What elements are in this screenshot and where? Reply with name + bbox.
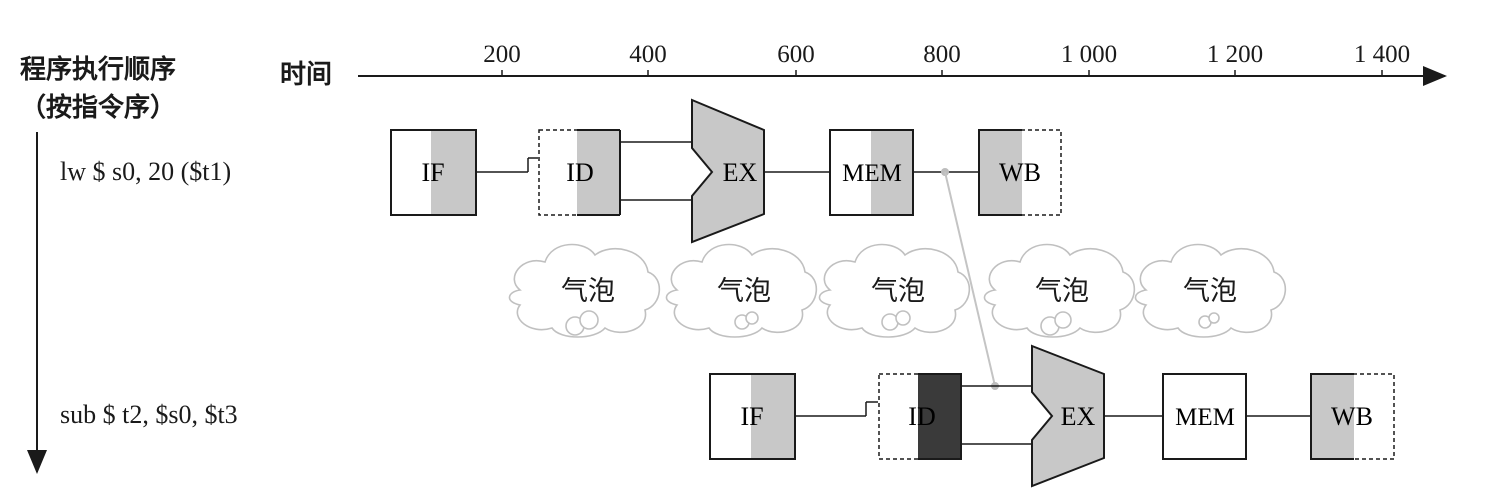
time-tick-1400: 1 400 — [1354, 41, 1410, 68]
bubble-4 — [983, 243, 1136, 338]
bubble-3 — [818, 243, 971, 338]
bubble-label-5: 气泡 — [1183, 276, 1237, 307]
bubble-label-4: 气泡 — [1035, 276, 1089, 307]
time-tick-1000: 1 000 — [1061, 41, 1117, 68]
sub-mem-label: MEM — [1175, 404, 1235, 431]
time-tick-600: 600 — [777, 41, 815, 68]
pipeline-row-lw: IF ID EX MEM WB — [390, 98, 1062, 244]
lw-ex-stage — [691, 98, 765, 244]
time-tick-800: 800 — [923, 41, 961, 68]
instruction-sub-label: sub $ t2, $s0, $t3 — [60, 400, 238, 429]
sub-if-label: IF — [740, 402, 763, 431]
sub-wb-label: WB — [1331, 402, 1373, 431]
bubble-row — [508, 243, 1287, 338]
lw-mem-label: MEM — [842, 160, 902, 187]
lw-id-label: ID — [566, 158, 593, 187]
pipeline-row-sub: IF ID EX MEM WB — [709, 344, 1395, 488]
instruction-lw-label: lw $ s0, 20 ($t1) — [60, 157, 232, 186]
sub-mem-stage — [1162, 373, 1247, 460]
sub-id-label: ID — [908, 402, 935, 431]
bubble-label-1: 气泡 — [561, 276, 615, 307]
bubble-2 — [665, 243, 818, 338]
sub-ex-label: EX — [1061, 402, 1096, 431]
lw-if-label: IF — [421, 158, 444, 187]
sub-ex-stage — [1031, 344, 1105, 488]
time-label: 时间 — [280, 60, 333, 90]
time-axis-ticks — [501, 70, 1383, 76]
lw-wb-label: WB — [999, 158, 1041, 187]
bubble-1 — [508, 243, 661, 338]
program-order-label-line1: 程序执行顺序 — [20, 55, 177, 85]
bubble-5 — [1134, 243, 1287, 338]
time-tick-200: 200 — [483, 41, 521, 68]
program-order-label-line2: （按指令序） — [20, 93, 177, 123]
time-tick-400: 400 — [629, 41, 667, 68]
bubble-label-2: 气泡 — [717, 276, 771, 307]
bubble-label-3: 气泡 — [871, 276, 925, 307]
lw-ex-label: EX — [723, 158, 758, 187]
time-tick-1200: 1 200 — [1207, 41, 1263, 68]
